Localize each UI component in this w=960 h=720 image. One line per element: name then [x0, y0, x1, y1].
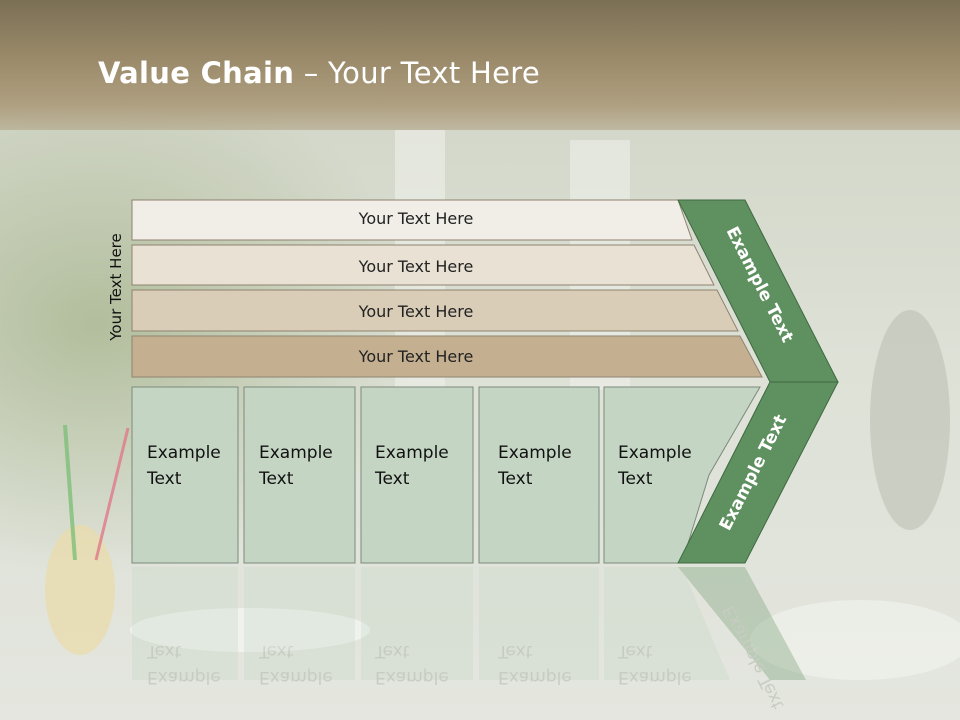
reflection-chevron	[678, 567, 806, 680]
reflection-box-1-line1: Example	[147, 667, 221, 687]
reflection-box-4	[479, 567, 599, 680]
reflection-box-3	[361, 567, 473, 680]
box-2-line1: Example	[259, 443, 333, 463]
chevron: Example Text Example Text	[677, 199, 839, 564]
reflection-box-3-line2: Text	[374, 641, 410, 661]
bar-2-label: Your Text Here	[358, 257, 474, 276]
box-5-line1: Example	[618, 443, 692, 463]
box-4-line2: Text	[497, 469, 533, 489]
bar-4: Your Text Here	[131, 335, 763, 378]
reflection-box-2	[244, 567, 355, 680]
box-1: Example Text	[131, 386, 239, 564]
reflection-box-5-line2: Text	[617, 641, 653, 661]
reflection-box-1	[132, 567, 238, 680]
bar-1-label: Your Text Here	[358, 209, 474, 228]
reflection-box-1-line2: Text	[146, 641, 182, 661]
chevron-bottom-shape	[677, 381, 839, 564]
box-4-shape	[478, 386, 600, 564]
reflection-box-4-line2: Text	[497, 641, 533, 661]
box-3-line2: Text	[374, 469, 410, 489]
box-2: Example Text	[243, 386, 356, 564]
bar-3-label: Your Text Here	[358, 302, 474, 321]
title-rest: – Your Text Here	[294, 56, 540, 90]
reflection: Example Text Example Text Example Text E…	[132, 567, 806, 713]
bar-4-label: Your Text Here	[358, 347, 474, 366]
bar-3: Your Text Here	[131, 289, 739, 332]
reflection-box-5-line1: Example	[618, 667, 692, 687]
reflection-box-2-line2: Text	[258, 641, 294, 661]
bar-3-shape	[131, 289, 739, 332]
box-1-shape	[131, 386, 239, 564]
box-3-shape	[360, 386, 474, 564]
box-2-line2: Text	[258, 469, 294, 489]
bar-1-shape	[131, 199, 693, 241]
box-5-line2: Text	[617, 469, 653, 489]
bar-1: Your Text Here	[131, 199, 693, 241]
title-bold: Value Chain	[98, 56, 295, 90]
box-4-line1: Example	[498, 443, 572, 463]
box-1-line1: Example	[147, 443, 221, 463]
reflection-box-4-line1: Example	[498, 667, 572, 687]
slide-title: Value Chain – Your Text Here	[98, 56, 540, 90]
reflection-box-3-line1: Example	[375, 667, 449, 687]
box-3-line1: Example	[375, 443, 449, 463]
box-4: Example Text	[478, 386, 600, 564]
box-2-shape	[243, 386, 356, 564]
box-5: Example Text	[603, 386, 761, 564]
bar-4-shape	[131, 335, 763, 378]
title-band	[0, 0, 960, 130]
box-3: Example Text	[360, 386, 474, 564]
box-5-shape	[603, 386, 761, 564]
reflection-box-2-line1: Example	[259, 667, 333, 687]
bar-2-shape	[131, 244, 715, 286]
box-1-line2: Text	[146, 469, 182, 489]
bar-2: Your Text Here	[131, 244, 715, 286]
reflection-box-5	[604, 567, 730, 680]
